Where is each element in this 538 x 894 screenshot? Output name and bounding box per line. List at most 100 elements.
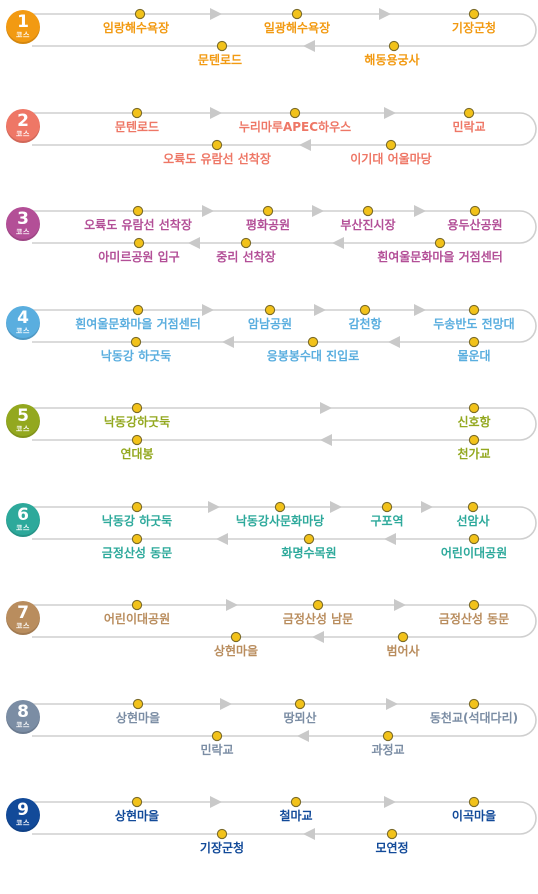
bottom-stop-label[interactable]: 화명수목원 bbox=[281, 545, 337, 560]
stop-dot bbox=[382, 730, 394, 741]
bottom-stop-label[interactable]: 천가교 bbox=[457, 447, 491, 461]
course-track bbox=[22, 402, 537, 446]
top-stop-label[interactable]: 이곡마을 bbox=[451, 809, 497, 823]
bottom-stop-label[interactable]: 기장군청 bbox=[199, 841, 245, 855]
bottom-stop-label[interactable]: 해동용궁사 bbox=[364, 53, 420, 67]
top-stop-label[interactable]: 상현마을 bbox=[115, 710, 161, 725]
top-stop-label[interactable]: 동천교(석대다리) bbox=[429, 710, 519, 725]
course-number: 4 bbox=[17, 307, 29, 328]
stop-dot bbox=[388, 40, 400, 52]
top-stop-label[interactable]: 기장군청 bbox=[451, 21, 497, 35]
direction-arrow-right-icon bbox=[414, 303, 426, 316]
top-stop-label[interactable]: 어린이대공원 bbox=[103, 612, 171, 626]
course-track bbox=[22, 697, 537, 742]
bottom-stop-label[interactable]: 문텐로드 bbox=[197, 53, 243, 67]
bottom-stop-label[interactable]: 중리 선착장 bbox=[216, 250, 276, 264]
top-stop-label[interactable]: 감천항 bbox=[348, 316, 382, 331]
top-stop-label[interactable]: 용두산공원 bbox=[447, 218, 503, 232]
course-unit-label: 코스 bbox=[16, 129, 30, 138]
course-track bbox=[22, 303, 537, 348]
top-stop-label[interactable]: 임랑해수욕장 bbox=[102, 21, 170, 35]
top-stop-label[interactable]: 낙동강 하굿둑 bbox=[101, 513, 173, 528]
top-stop-label[interactable]: 민락교 bbox=[452, 119, 486, 134]
top-stop-label[interactable]: 두송반도 전망대 bbox=[433, 316, 515, 331]
course-number: 6 bbox=[17, 504, 29, 525]
stop-dot bbox=[211, 139, 223, 150]
direction-arrow-left-icon bbox=[222, 335, 234, 348]
stop-dot bbox=[131, 599, 143, 611]
bottom-stop-label[interactable]: 연대봉 bbox=[120, 447, 154, 461]
bottom-stop-label[interactable]: 모연정 bbox=[375, 841, 409, 855]
route-line bbox=[22, 308, 537, 343]
stop-dot bbox=[134, 8, 146, 20]
bottom-stop-label[interactable]: 흰여울문화마을 거점센터 bbox=[377, 250, 503, 264]
direction-arrow-left-icon bbox=[297, 729, 309, 742]
top-stop-label[interactable]: 선암사 bbox=[456, 513, 490, 528]
stop-dot bbox=[468, 434, 480, 446]
bottom-stop-label[interactable]: 어린이대공원 bbox=[440, 545, 508, 560]
top-stop-label[interactable]: 상현마을 bbox=[114, 809, 160, 823]
bottom-stop-label[interactable]: 몰운대 bbox=[457, 348, 491, 363]
stop-dot bbox=[463, 107, 475, 118]
stop-dot bbox=[264, 304, 276, 315]
stop-dot bbox=[290, 796, 302, 808]
top-stop-label[interactable]: 흰여울문화마을 거점센터 bbox=[75, 316, 201, 331]
course-track bbox=[22, 8, 537, 52]
top-stop-label[interactable]: 낙동강사문화마당 bbox=[235, 513, 325, 528]
top-stop-label[interactable]: 문텐로드 bbox=[114, 119, 160, 134]
top-stop-label[interactable]: 누리마루APEC하우스 bbox=[238, 119, 352, 134]
bottom-stop-label[interactable]: 낙동강 하굿둑 bbox=[100, 348, 172, 363]
course-unit-label: 코스 bbox=[16, 819, 30, 827]
bottom-stop-label[interactable]: 아미르공원 입구 bbox=[98, 250, 180, 264]
top-stop-label[interactable]: 금정산성 동문 bbox=[438, 612, 510, 626]
bottom-stop-label[interactable]: 상현마을 bbox=[213, 644, 259, 658]
top-stop-label[interactable]: 신호항 bbox=[457, 415, 491, 429]
stop-dot bbox=[468, 304, 480, 315]
top-stop-label[interactable]: 낙동강하굿둑 bbox=[103, 415, 171, 429]
stop-dot bbox=[133, 237, 145, 249]
direction-arrow-left-icon bbox=[188, 237, 200, 249]
bottom-stop-label[interactable]: 과정교 bbox=[371, 742, 405, 757]
stop-dot bbox=[291, 8, 303, 20]
stop-dot bbox=[131, 402, 143, 414]
top-stop-label[interactable]: 땅뫼산 bbox=[283, 710, 317, 725]
top-stop-label[interactable]: 부산진시장 bbox=[340, 218, 396, 232]
top-stop-label[interactable]: 철마교 bbox=[279, 809, 313, 823]
route-line bbox=[22, 407, 537, 441]
direction-arrow-left-icon bbox=[303, 828, 315, 840]
stop-dot bbox=[307, 336, 319, 347]
top-stop-label[interactable]: 구포역 bbox=[370, 513, 404, 528]
stop-dot bbox=[359, 304, 371, 315]
top-stop-label[interactable]: 금정산성 남문 bbox=[282, 612, 354, 626]
direction-arrow-right-icon bbox=[220, 697, 232, 710]
bottom-stop-label[interactable]: 범어사 bbox=[386, 644, 420, 658]
stop-dot bbox=[274, 501, 286, 512]
top-stop-label[interactable]: 평화공원 bbox=[245, 218, 291, 232]
course-unit-label: 코스 bbox=[16, 326, 30, 335]
stop-dot bbox=[294, 698, 306, 709]
direction-arrow-left-icon bbox=[303, 40, 315, 52]
bottom-stop-label[interactable]: 오륙도 유람선 선착장 bbox=[163, 151, 271, 166]
bottom-stop-label[interactable]: 민락교 bbox=[200, 742, 234, 757]
course-track bbox=[22, 500, 537, 545]
top-stop-label[interactable]: 암남공원 bbox=[247, 316, 293, 331]
top-stop-label[interactable]: 오륙도 유람선 선착장 bbox=[84, 218, 192, 232]
bottom-stop-label[interactable]: 응봉봉수대 진입로 bbox=[266, 348, 360, 363]
course-track bbox=[22, 599, 537, 643]
stop-dot bbox=[131, 796, 143, 808]
direction-arrow-right-icon bbox=[202, 303, 214, 316]
bottom-stop-label[interactable]: 금정산성 동문 bbox=[101, 545, 173, 560]
stop-dot bbox=[132, 698, 144, 709]
top-stop-label[interactable]: 일광해수욕장 bbox=[263, 21, 331, 35]
bottom-stop-label[interactable]: 이기대 어울마당 bbox=[350, 151, 432, 166]
course-unit-label: 코스 bbox=[16, 425, 30, 433]
